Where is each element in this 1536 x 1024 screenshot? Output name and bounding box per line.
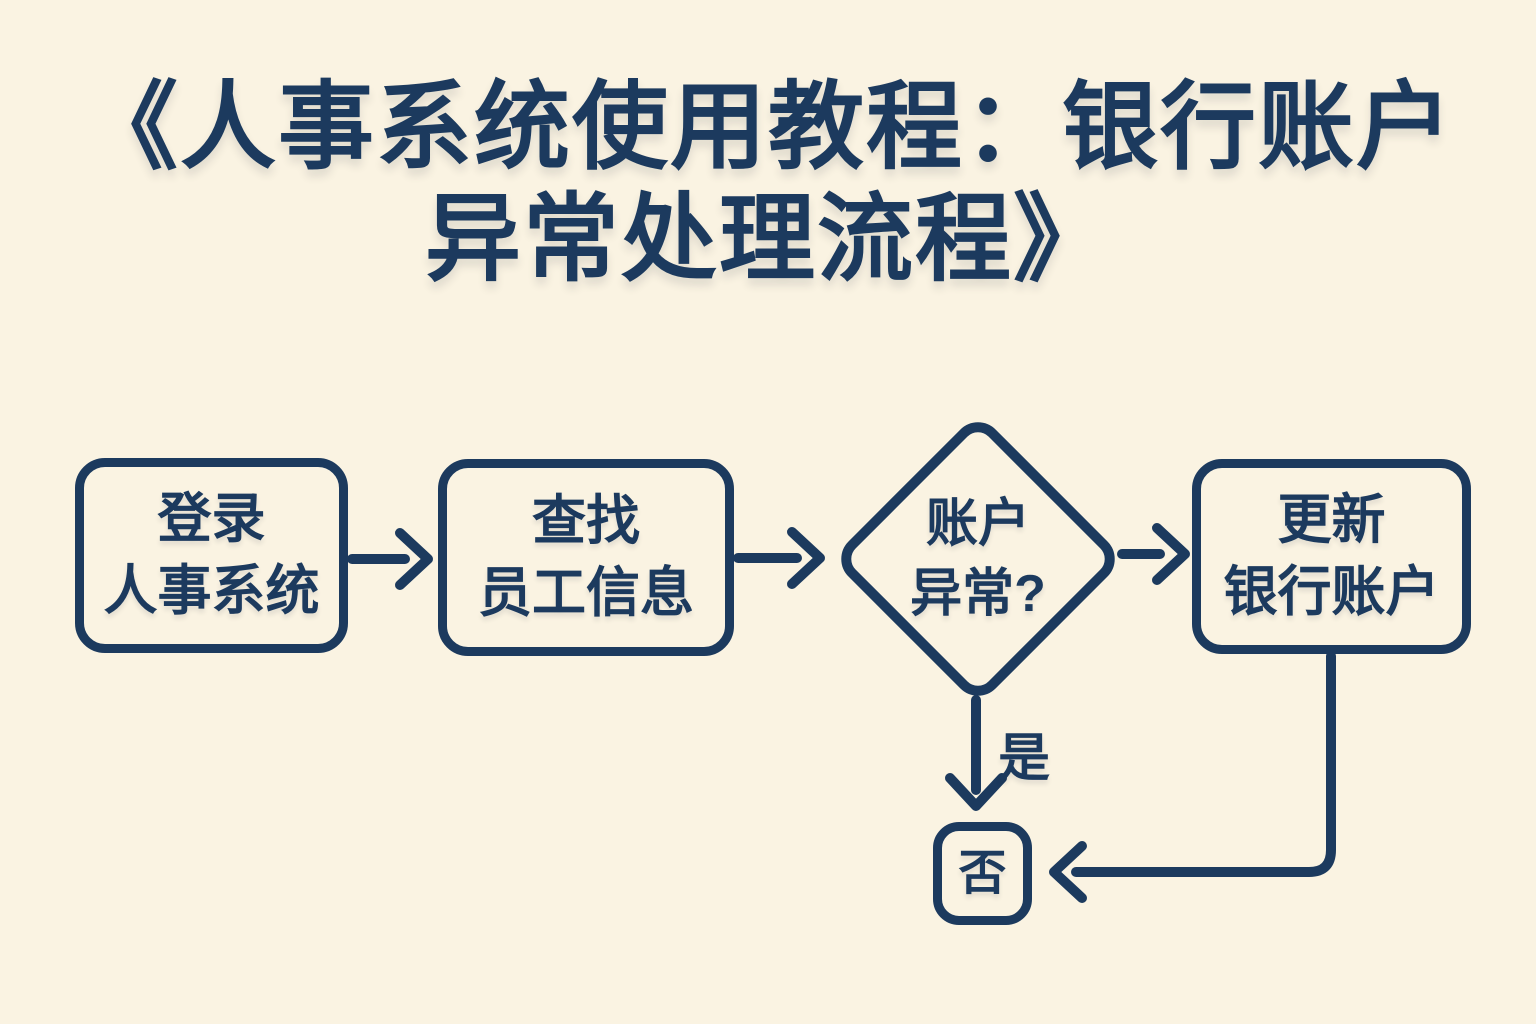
arrow-login-to-search	[347, 528, 433, 590]
arrow-search-to-decision	[733, 527, 825, 589]
node-update-bank-account: 更新 银行账户	[1192, 459, 1471, 654]
node-login-line-2: 人事系统	[103, 560, 320, 621]
edge-label-yes: 是	[998, 730, 1051, 788]
page-title-line-1: 《人事系统使用教程：银行账户	[82, 74, 1454, 181]
node-search-line-2: 员工信息	[478, 562, 694, 623]
node-account-abnormal-decision: 账户 异常?	[858, 468, 1098, 650]
arrow-update-to-no	[1049, 651, 1336, 903]
node-no-label: 否	[958, 846, 1007, 900]
node-login-line-1: 登录	[157, 489, 266, 550]
arrow-decision-to-update	[1117, 523, 1190, 585]
node-login-hr-system: 登录 人事系统	[75, 458, 348, 653]
node-no-terminal: 否	[933, 822, 1032, 925]
arrow-decision-to-no	[945, 695, 1007, 811]
node-search-line-1: 查找	[532, 491, 640, 552]
decision-line-1: 账户	[925, 494, 1030, 553]
node-update-line-2: 银行账户	[1223, 561, 1440, 622]
decision-diamond-shape	[841, 422, 1115, 696]
node-find-employee-info: 查找 员工信息	[438, 459, 734, 656]
node-update-line-1: 更新	[1277, 490, 1386, 551]
page-title-line-2: 异常处理流程》	[425, 186, 1111, 293]
decision-line-2: 异常?	[910, 565, 1046, 623]
page-title: 《人事系统使用教程：银行账户 异常处理流程》	[0, 72, 1536, 296]
